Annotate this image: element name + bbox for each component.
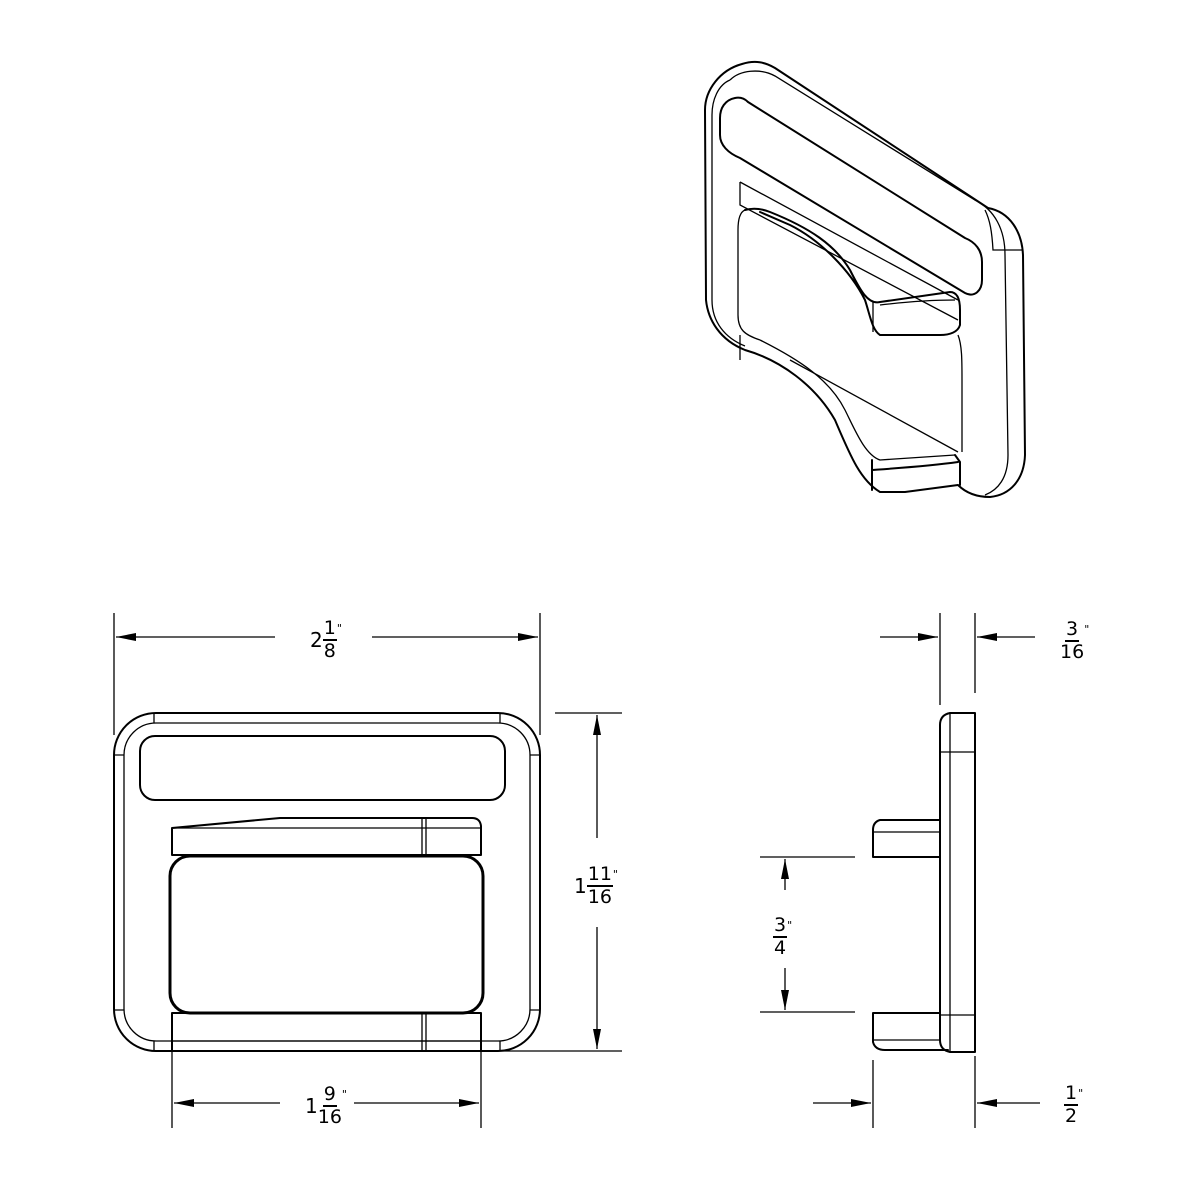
front-outline	[113, 712, 541, 1052]
front-window	[168, 854, 485, 1015]
iso-corner-edge	[984, 209, 1023, 251]
iso-clip-ridge	[739, 181, 959, 301]
dim-unit: "	[341, 1088, 347, 1101]
iso-clip-top-edge	[739, 182, 959, 321]
isometric-view	[704, 60, 1026, 498]
front-view	[113, 712, 541, 1052]
dim-denominator: 4	[774, 937, 787, 959]
iso-lower-diagonal	[789, 359, 959, 453]
front-upper-tab	[171, 817, 482, 856]
side-lower-prong	[872, 1012, 949, 1051]
dimension-lines	[113, 613, 1040, 1128]
front-upper-tab-edges	[172, 818, 481, 855]
dim-denominator: 2	[1065, 1105, 1078, 1127]
front-lower-tab-edges	[172, 1013, 481, 1051]
iso-left-rim	[711, 79, 746, 347]
side-upper-prong	[872, 819, 941, 858]
dim-denominator: 16	[317, 1106, 342, 1128]
iso-upper-prong-edges	[872, 299, 956, 332]
dim-unit: "	[1078, 1087, 1084, 1100]
dim-denominator: 16	[1060, 641, 1085, 663]
height-extension-lines	[495, 712, 622, 1052]
dim-unit: "	[787, 919, 793, 932]
dim-numerator: 3	[773, 914, 788, 938]
thickness-extension-lines	[939, 613, 976, 705]
dim-whole: 1	[574, 874, 587, 898]
iso-window-right	[957, 334, 963, 452]
dim-whole: 1	[305, 1094, 318, 1118]
front-rim-ticks	[114, 713, 540, 1051]
dim-unit: "	[612, 868, 618, 881]
side-plate-edges	[940, 713, 975, 1052]
dim-whole: 2	[310, 628, 323, 652]
front-inner-rim	[123, 722, 531, 1042]
side-plate	[939, 712, 976, 1053]
iso-outline	[704, 60, 1026, 498]
width-extension-lines	[113, 613, 541, 735]
dim-denominator: 8	[323, 640, 336, 662]
iso-lower-prong	[871, 454, 961, 491]
iso-lower-curve	[739, 335, 956, 461]
dim-numerator: 11	[586, 863, 613, 887]
iso-front-rim	[729, 70, 1009, 496]
dim-numerator: 1	[322, 617, 337, 641]
iso-upper-prong	[744, 207, 961, 336]
depth-extension-lines	[872, 1056, 976, 1128]
front-top-slot	[139, 735, 506, 801]
gap-extension-lines	[760, 856, 855, 1013]
dim-unit: "	[336, 622, 342, 635]
front-lower-tab	[171, 1012, 482, 1052]
side-view	[872, 712, 976, 1053]
dim-numerator: 9	[322, 1083, 337, 1107]
dim-numerator: 3	[1065, 618, 1080, 642]
dim-unit: "	[1084, 623, 1090, 636]
dim-numerator: 1	[1064, 1082, 1079, 1106]
opening-extension-lines	[171, 1052, 482, 1128]
iso-window-left	[737, 209, 761, 341]
dim-denominator: 16	[587, 886, 612, 908]
iso-top-slot	[719, 96, 983, 296]
